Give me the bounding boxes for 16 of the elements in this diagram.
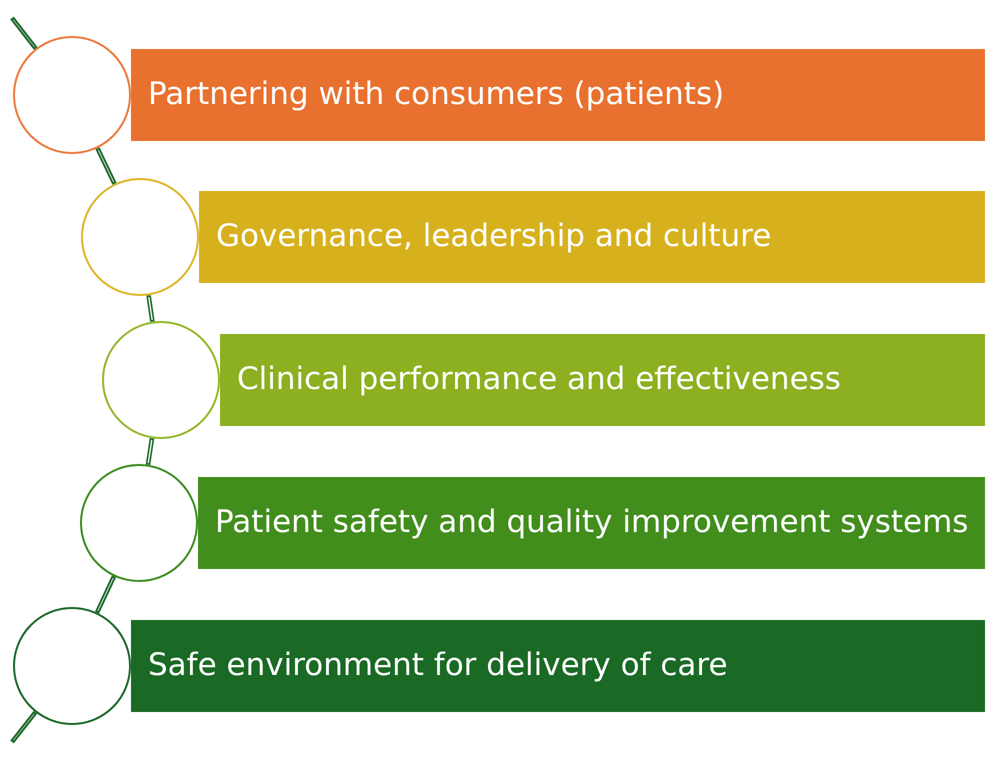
connector-line bbox=[95, 147, 117, 185]
category-bar bbox=[131, 620, 985, 712]
connector-line bbox=[146, 295, 155, 322]
category-bar bbox=[220, 334, 985, 426]
category-bar bbox=[198, 477, 985, 569]
category-label: Patient safety and quality improvement systems bbox=[215, 505, 968, 541]
category-label: Partnering with consumers (patients) bbox=[148, 77, 724, 113]
category-label: Clinical performance and effectiveness bbox=[237, 362, 841, 398]
connector-line bbox=[10, 710, 38, 744]
category-bar bbox=[199, 191, 985, 283]
category-bar bbox=[131, 49, 985, 141]
category-label: Governance, leadership and culture bbox=[216, 219, 772, 255]
connector-line bbox=[94, 575, 116, 614]
connector-line bbox=[146, 438, 154, 466]
connector-line bbox=[10, 16, 38, 50]
category-label: Safe environment for delivery of care bbox=[148, 648, 728, 684]
